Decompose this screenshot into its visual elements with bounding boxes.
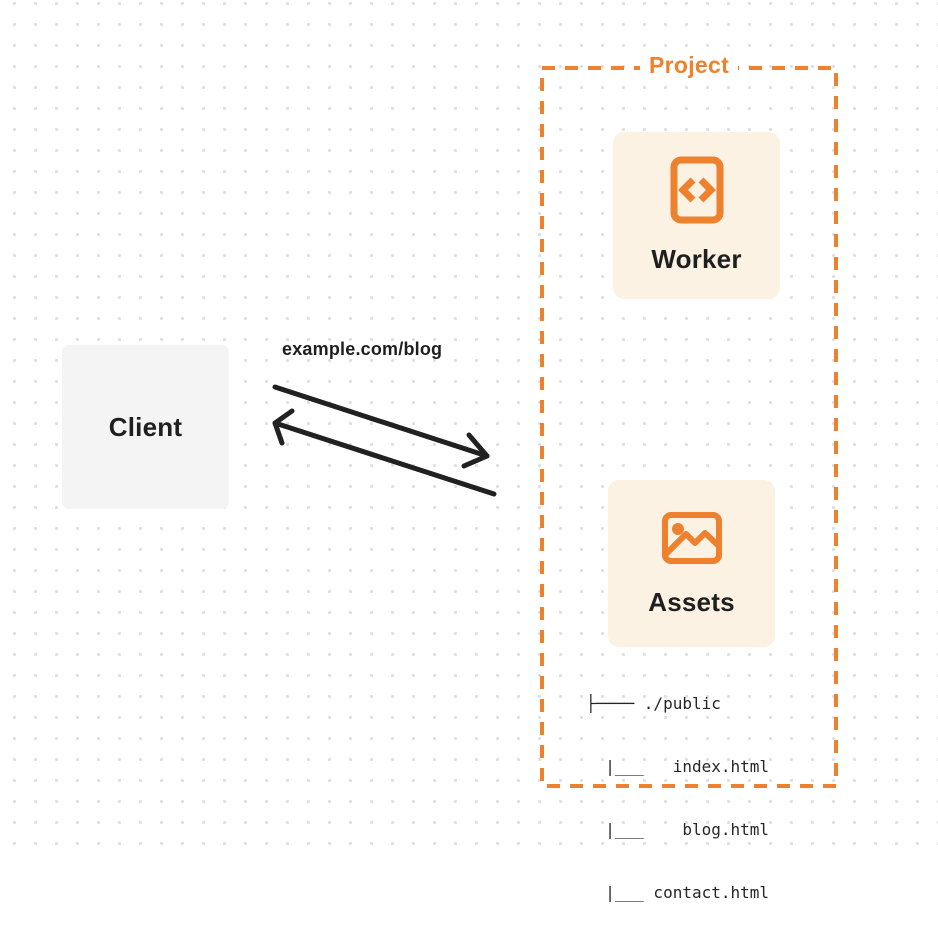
file-tree-line: |___ contact.html <box>586 883 770 902</box>
code-file-icon <box>670 156 723 224</box>
request-url-label: example.com/blog <box>282 339 443 359</box>
response-arrow <box>272 408 497 497</box>
file-tree-line: |___ index.html <box>586 757 770 776</box>
file-tree-line: |___ blog.html <box>586 820 770 839</box>
image-icon <box>661 512 722 564</box>
assets-file-tree: ├──── ./public |___ index.html |___ blog… <box>586 651 769 945</box>
project-container: Project Worker Assets <box>540 52 838 902</box>
client-label: Client <box>108 411 183 442</box>
assets-node: Assets <box>608 480 775 647</box>
assets-label: Assets <box>648 587 735 617</box>
request-arrow <box>272 384 490 469</box>
worker-node: Worker <box>613 132 780 299</box>
diagram-canvas: Client example.com/blog Project <box>0 0 938 902</box>
request-response-arrows <box>272 384 497 497</box>
client-node: Client <box>62 345 229 509</box>
file-tree-line: ├──── ./public <box>586 694 721 713</box>
worker-label: Worker <box>651 244 742 274</box>
project-label: Project <box>639 52 739 79</box>
